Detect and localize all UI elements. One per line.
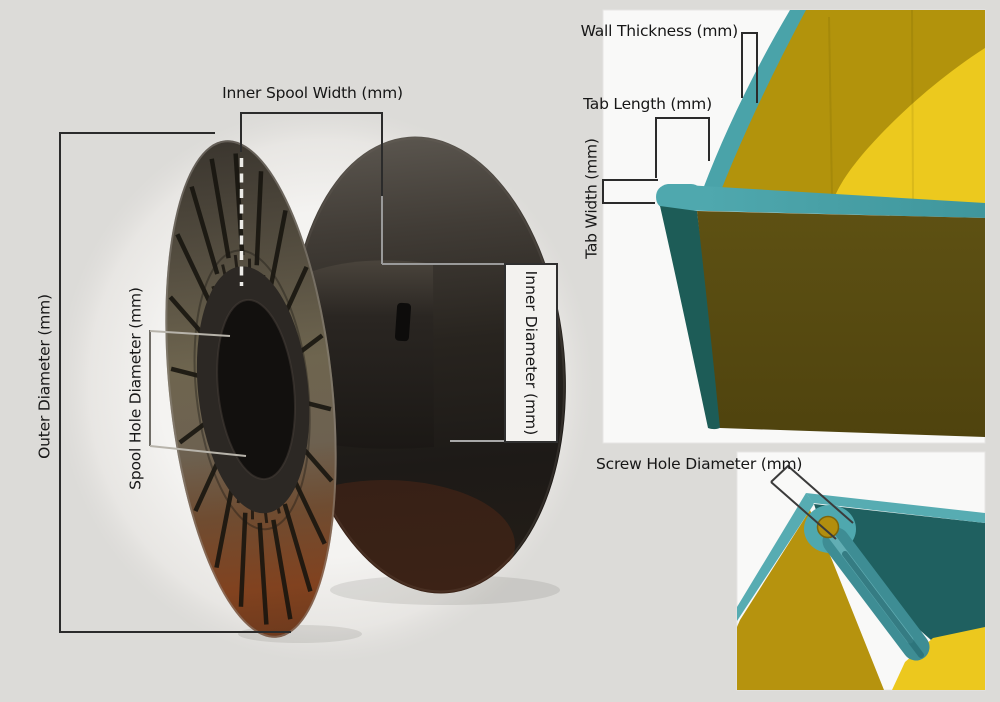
spool-left-flange bbox=[165, 140, 337, 638]
render-tab bbox=[657, 184, 703, 210]
wall-thickness-label: Wall Thickness (mm) bbox=[580, 22, 739, 40]
screw-hole-render bbox=[736, 451, 986, 691]
outer-diameter-bracket bbox=[59, 132, 291, 633]
tab-length-bracket bbox=[655, 117, 710, 178]
render-yellow-corner bbox=[892, 627, 985, 690]
inner-spool-width-bracket bbox=[240, 112, 383, 196]
render-interior-highlight bbox=[834, 48, 985, 210]
screw-hole-diameter-label: Screw Hole Diameter (mm) bbox=[596, 455, 803, 473]
tab-width-bracket bbox=[602, 179, 658, 204]
tab-width-label: Tab Width (mm) bbox=[582, 138, 601, 259]
render-wall-shadow-edge bbox=[660, 206, 725, 430]
render-plate-lit bbox=[737, 510, 884, 690]
dimension-brackets-left bbox=[59, 112, 506, 633]
wall-thickness-bracket bbox=[741, 32, 758, 103]
spool-photo bbox=[57, 107, 593, 663]
spool-hole-diameter-label: Spool Hole Diameter (mm) bbox=[126, 287, 145, 490]
render-rim bbox=[656, 184, 985, 218]
inner-diameter-label: Inner Diameter (mm) bbox=[522, 270, 540, 436]
spool-cutaway-render bbox=[602, 9, 986, 444]
inner-diameter-label-box: Inner Diameter (mm) bbox=[504, 263, 558, 443]
screw-hole-diameter-bracket bbox=[770, 464, 854, 540]
render-inner-wall bbox=[697, 211, 985, 437]
tab-length-label: Tab Length (mm) bbox=[583, 95, 712, 113]
screw-hole bbox=[816, 515, 840, 539]
inner-spool-width-label: Inner Spool Width (mm) bbox=[222, 84, 403, 102]
outer-diameter-label: Outer Diameter (mm) bbox=[35, 294, 54, 459]
render-wall-edge bbox=[703, 10, 806, 193]
render-plate-shadow bbox=[814, 504, 985, 640]
